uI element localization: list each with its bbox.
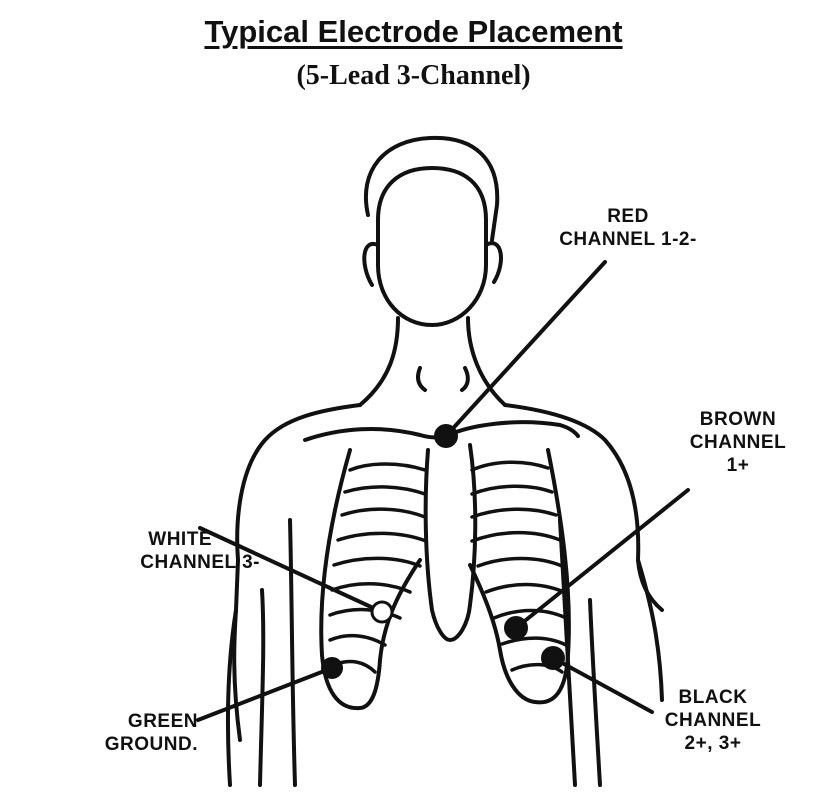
green-electrode [322,658,342,678]
torso-left-side [290,520,295,785]
black-electrode [542,647,564,669]
green-label-line1: GREEN [40,710,198,733]
neck-left [360,318,398,405]
black-label: BLACK CHANNEL 2+, 3+ [648,686,778,755]
red-electrode [435,425,457,447]
white-label-line2: CHANNEL 3- [40,551,260,574]
brown-electrode [505,617,527,639]
right-arm-inner [590,600,600,785]
right-ear [486,243,501,282]
white-electrode [372,602,392,622]
sternum [426,445,476,640]
right-clavicle [446,422,578,436]
white-label-line1: WHITE [40,528,260,551]
neck-notch-left [418,368,425,390]
red-label-line2: CHANNEL 1-2- [528,228,728,251]
left-clavicle [305,429,446,440]
brown-label-line1: BROWN [668,408,808,431]
green-label: GREEN GROUND. [40,710,198,756]
red-label-line1: RED [528,205,728,228]
black-label-line1: BLACK [648,686,778,709]
left-ear [364,244,378,285]
white-label: WHITE CHANNEL 3- [40,528,260,574]
red-label: RED CHANNEL 1-2- [528,205,728,251]
neck-notch-right [462,368,468,390]
green-leader-line [198,668,332,720]
black-label-line2: CHANNEL [648,709,778,732]
brown-label: BROWN CHANNEL 1+ [668,408,808,477]
green-label-line2: GROUND. [40,733,198,756]
left-arm-inner [260,590,263,785]
black-label-line3: 2+, 3+ [648,732,778,755]
face-outline [378,168,486,325]
right-shoulder [505,405,662,610]
brown-label-line2: CHANNEL [668,431,808,454]
brown-label-line3: 1+ [668,454,808,477]
